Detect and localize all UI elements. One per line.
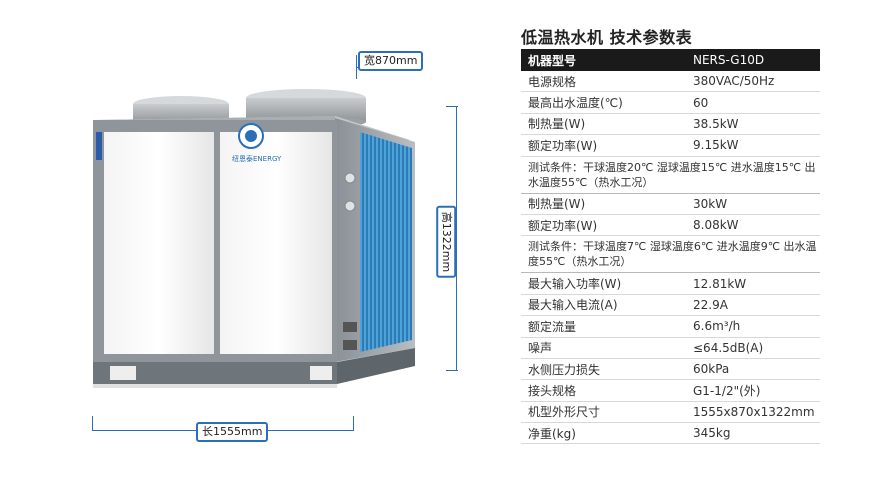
spec-value: 12.81kW [693, 276, 747, 291]
spec-key: 电源规格 [528, 74, 577, 89]
height-dimension-tick [446, 106, 458, 107]
length-dimension-tick [92, 416, 93, 431]
spec-key: 额定流量 [528, 319, 577, 334]
spec-key: 额定功率(W) [528, 218, 598, 233]
brand-logo-text: 纽恩泰ENERGY [232, 155, 282, 163]
spec-value: 6.6m³/h [693, 319, 741, 334]
spec-row: 额定功率(W) 8.08kW [521, 215, 820, 237]
width-dimension-label: 宽870mm [358, 51, 424, 71]
spec-row: 净重(kg) 345kg [521, 423, 820, 445]
spec-row: 噪声 ≤64.5dB(A) [521, 338, 820, 359]
spec-value: 8.08kW [693, 218, 739, 233]
spec-row: 最大输入电流(A) 22.9A [521, 295, 820, 317]
spec-value: 380VAC/50Hz [693, 74, 775, 89]
spec-table-title: 低温热水机 技术参数表 [521, 28, 693, 47]
height-dimension-label: 高1322mm [436, 205, 457, 279]
spec-key: 额定功率(W) [528, 138, 598, 153]
spec-key: 水侧压力损失 [528, 362, 601, 377]
model-value: NERS-G10D [693, 53, 765, 67]
spec-row: 额定功率(W) 9.15kW [521, 135, 820, 157]
spec-value: 60 [693, 95, 709, 110]
length-dimension-tick [353, 416, 354, 431]
heat-pump-unit-image [93, 89, 415, 388]
spec-row: 接头规格 G1-1/2"(外) [521, 380, 820, 402]
spec-row: 制热量(W) 38.5kW [521, 114, 820, 136]
spec-value: G1-1/2"(外) [693, 383, 761, 398]
spec-value: 345kg [693, 426, 731, 441]
spec-value: 30kW [693, 196, 728, 211]
spec-row: 最大输入功率(W) 12.81kW [521, 273, 820, 295]
model-label: 机器型号 [528, 53, 577, 68]
spec-table: 低温热水机 技术参数表 机器型号 NERS-G10D 电源规格 380VAC/50… [521, 26, 820, 445]
spec-group-3: 最大输入功率(W) 12.81kW 最大输入电流(A) 22.9A 额定流量 6.6m… [521, 273, 820, 445]
spec-value: 60kPa [693, 362, 730, 377]
spec-key: 制热量(W) [528, 197, 586, 212]
spec-key: 机型外形尺寸 [528, 405, 601, 420]
spec-key: 最大输入电流(A) [528, 298, 618, 313]
test-condition-note-1: 测试条件：干球温度20℃ 湿球温度15℃ 进水温度15℃ 出水温度55℃（热水工… [521, 157, 820, 194]
spec-value: 9.15kW [693, 138, 739, 153]
spec-header-row: 机器型号 NERS-G10D [521, 49, 820, 71]
spec-key: 制热量(W) [528, 117, 586, 132]
spec-key: 接头规格 [528, 383, 577, 398]
spec-row: 电源规格 380VAC/50Hz [521, 71, 820, 93]
spec-group-1: 电源规格 380VAC/50Hz 最高出水温度(℃) 60 制热量(W) 38.5kW… [521, 71, 820, 157]
spec-row: 水侧压力损失 60kPa [521, 359, 820, 381]
spec-row: 额定流量 6.6m³/h [521, 316, 820, 338]
spec-group-2: 制热量(W) 30kW 额定功率(W) 8.08kW [521, 194, 820, 237]
spec-value: 38.5kW [693, 116, 739, 131]
height-dimension-tick [446, 370, 458, 371]
spec-value: 1555x870x1322mm [693, 404, 815, 419]
height-dimension-line [456, 106, 457, 370]
spec-key: 噪声 [528, 341, 553, 356]
spec-key: 最高出水温度(℃) [528, 96, 623, 111]
test-condition-note-2: 测试条件：干球温度7℃ 湿球温度6℃ 进水温度9℃ 出水温度55℃（热水工况） [521, 236, 820, 274]
spec-value: 22.9A [693, 297, 728, 312]
spec-key: 最大输入功率(W) [528, 277, 622, 292]
spec-value: ≤64.5dB(A) [693, 340, 764, 355]
spec-row: 机型外形尺寸 1555x870x1322mm [521, 402, 820, 424]
spec-row: 制热量(W) 30kW [521, 194, 820, 215]
spec-row: 最高出水温度(℃) 60 [521, 92, 820, 114]
product-illustration: 纽恩泰ENERGY 宽870mm 高1322mm 长1555mm [60, 40, 480, 460]
spec-key: 净重(kg) [528, 426, 576, 441]
length-dimension-label: 长1555mm [196, 422, 269, 442]
